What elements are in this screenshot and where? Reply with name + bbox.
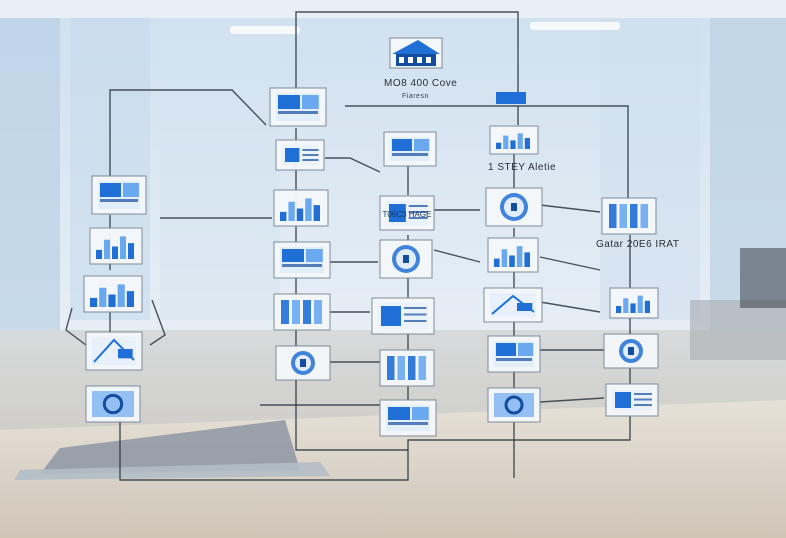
top-node-title: MO8 400 Cove	[384, 78, 458, 89]
diagram-nodes	[83, 87, 659, 437]
connector-line	[433, 249, 481, 263]
connector-line	[109, 89, 267, 178]
mid-right-label: 1 STEY Aletie	[488, 162, 557, 173]
connector-line	[539, 301, 601, 313]
bar-chart-icon	[280, 198, 320, 221]
diagram-node	[273, 189, 329, 227]
gear-icon	[494, 393, 534, 417]
connector-line	[119, 416, 631, 481]
server-icon	[281, 300, 322, 324]
document-icon	[386, 201, 428, 225]
diagram-node	[273, 241, 331, 279]
document-icon	[612, 389, 652, 411]
diagram-node	[379, 195, 435, 231]
right-group-label: Gatar 20E6 IRAT	[596, 239, 680, 250]
diagram-node	[603, 333, 659, 369]
diagram-node	[91, 175, 147, 215]
diagram-node	[83, 275, 143, 313]
bar-chart-icon	[496, 133, 530, 149]
diagram-node	[379, 399, 437, 437]
node-text: T06C3 HAGE	[383, 210, 432, 219]
globe-icon	[392, 245, 420, 273]
server-icon	[387, 356, 426, 380]
globe-icon	[619, 339, 643, 363]
flow-icon	[92, 337, 136, 365]
diagram-node	[275, 345, 331, 381]
dashboard-icon	[386, 405, 430, 431]
diagram-node	[487, 237, 539, 273]
diagram-node	[371, 297, 435, 335]
connector-lines	[65, 11, 631, 481]
diagram-node	[379, 239, 433, 279]
bar-chart-icon	[90, 284, 134, 307]
diagram-node	[605, 383, 659, 417]
diagram-node	[89, 227, 143, 265]
server-icon	[609, 204, 648, 228]
connector-line	[295, 11, 519, 95]
connector-line	[539, 256, 601, 271]
dashboard-icon	[280, 247, 324, 273]
diagram-node	[275, 139, 325, 171]
bar-chart-icon	[494, 246, 530, 267]
diagram-node	[273, 293, 331, 331]
diagram-node	[483, 287, 543, 323]
connector-line	[345, 105, 629, 200]
document-icon	[282, 145, 319, 165]
diagram-node	[601, 197, 657, 235]
globe-icon	[291, 351, 315, 375]
bar-chart-icon	[96, 236, 134, 259]
node-frame	[609, 287, 659, 319]
diagram-node	[383, 131, 437, 167]
diagram-node	[269, 87, 327, 127]
diagram-node	[379, 349, 435, 387]
document-icon	[378, 303, 428, 329]
diagram-node	[487, 335, 541, 373]
connector-line	[539, 397, 605, 403]
flow-icon	[490, 293, 536, 317]
connector-line	[149, 299, 166, 346]
dashboard-icon	[390, 137, 430, 161]
diagram-node	[485, 187, 543, 227]
bar-chart-icon	[616, 295, 650, 313]
building-icon	[389, 37, 443, 69]
diagram-node	[85, 385, 141, 423]
connector-line	[65, 307, 87, 346]
connector-line	[295, 128, 408, 451]
router-icon	[496, 92, 526, 104]
connector-line	[539, 204, 601, 213]
globe-icon	[500, 193, 528, 221]
top-node-subtitle: Fiaresn	[402, 93, 429, 100]
gear-icon	[92, 391, 134, 417]
diagram-node	[609, 287, 659, 319]
diagram-node	[85, 331, 143, 371]
connector-line	[325, 157, 381, 173]
dashboard-icon	[276, 93, 320, 121]
diagram-node	[487, 387, 541, 423]
dashboard-icon	[494, 341, 534, 367]
node-frame	[489, 125, 539, 155]
dashboard-icon	[98, 181, 140, 209]
diagram-node	[489, 125, 539, 155]
